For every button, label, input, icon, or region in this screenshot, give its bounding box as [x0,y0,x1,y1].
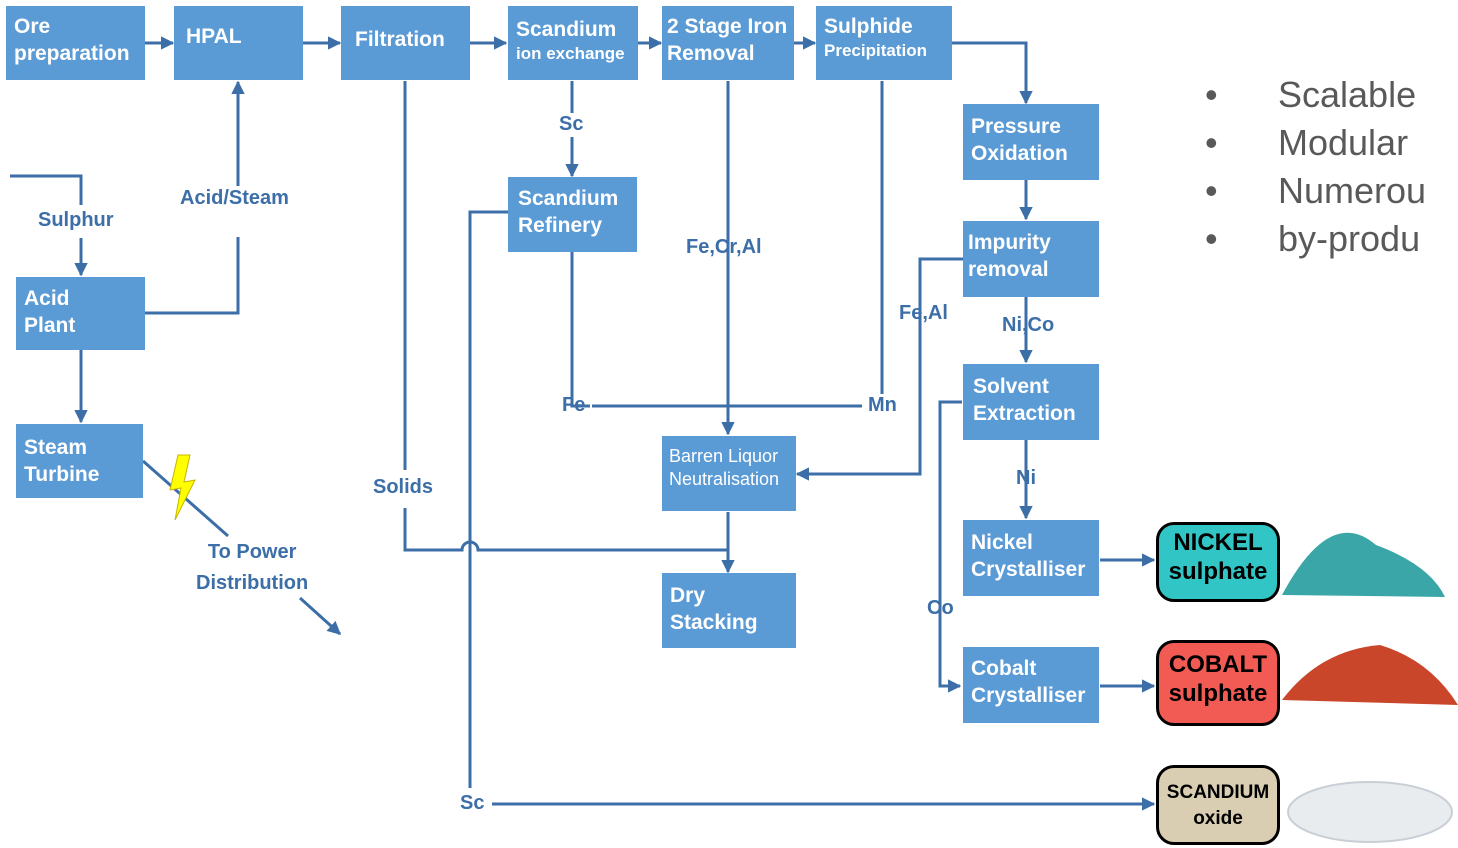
label-mn: Mn [868,394,897,416]
cobalt-pile-image [1282,645,1458,705]
label-sulphur: Sulphur [38,209,114,231]
box-line: Dry [670,584,706,607]
box-sulphide-precipitation: Sulphide Precipitation [816,6,952,80]
box-ore-preparation: Ore preparation [6,6,145,80]
box-line: removal [968,258,1049,282]
box-line: 2 Stage Iron [667,15,788,38]
box-line: Acid [24,287,70,310]
nickel-pile-image [1282,532,1445,597]
box-line: Crystalliser [971,684,1086,708]
box-filtration: Filtration [341,6,470,80]
box-line: Sulphide [824,15,913,38]
bullet-item: Scalable [1205,72,1426,120]
label-sc-bottom: Sc [460,792,485,814]
box-line: Oxidation [971,142,1068,166]
box-acid-plant: Acid Plant [16,277,145,350]
box-line: Barren Liquor [669,446,779,466]
product-line: sulphate [1168,557,1268,585]
product-scandium-oxide: SCANDIUM oxide [1156,765,1280,845]
arrow-acid-to-hpal [145,82,238,315]
box-scandium-refinery: Scandium Refinery [508,177,637,252]
product-line: oxide [1193,807,1243,829]
box-line: ion exchange [516,44,625,64]
bullet-item: Modular [1205,120,1426,168]
bullet-list: Scalable Modular Numerou by-produ [1205,72,1426,264]
box-line: Scandium [518,187,619,210]
label-ni: Ni [1016,467,1036,489]
product-line: NICKEL [1173,529,1263,556]
label-fe-al: Fe,Al [899,302,948,324]
label-fe-cr-al: Fe,Cr,Al [686,236,762,258]
arrow-sulphide-to-pox [952,41,1033,105]
box-line: Crystalliser [971,558,1086,582]
box-hpal: HPAL [174,6,303,80]
box-line: Removal [667,42,755,66]
label-ni-co: Ni,Co [1002,314,1055,336]
box-solvent-extraction: Solvent Extraction [963,364,1099,440]
label-line: Distribution [196,572,309,594]
box-line: Neutralisation [669,469,780,490]
line-filtration-solids [403,81,728,552]
box-line: HPAL [186,25,242,48]
scandium-dish-image [1287,781,1453,843]
box-scandium-ion-exchange: Scandium ion exchange [508,6,638,80]
box-line: Turbine [24,463,100,487]
box-line: Ore [14,15,51,38]
box-impurity-removal: Impurity removal [963,221,1099,297]
box-steam-turbine: Steam Turbine [16,424,143,498]
box-nickel-crystalliser: Nickel Crystalliser [963,520,1099,596]
bullet-item: Numerou [1205,168,1426,216]
label-sc-top: Sc [559,113,584,135]
label-solids: Solids [373,476,434,498]
arrow-sulphur-to-acid [10,174,81,275]
box-line: Solvent [973,375,1049,398]
box-line: Refinery [518,214,603,238]
box-cobalt-crystalliser: Cobalt Crystalliser [963,647,1099,723]
box-line: Precipitation [824,41,927,61]
box-line: Scandium [516,18,617,41]
bullet-item: by-produ [1205,216,1426,264]
box-line: Pressure [971,115,1061,138]
product-cobalt-sulphate: COBALT sulphate [1156,640,1280,726]
product-nickel-sulphate: NICKEL sulphate [1156,522,1280,602]
product-line: SCANDIUM [1166,782,1270,803]
box-iron-removal: 2 Stage Iron Removal [662,6,794,80]
label-line: To Power [207,541,297,563]
product-line: COBALT [1168,651,1268,678]
box-line: Filtration [355,28,445,51]
arrow-impurity-to-barren [795,257,965,481]
box-line: preparation [14,42,130,66]
label-to-power-distribution: To Power Distribution [196,537,308,599]
arrow-sx-to-cobalt [938,400,962,693]
box-line: Plant [24,314,76,338]
label-acid-steam: Acid/Steam [180,187,289,209]
box-line: Steam [24,436,88,459]
box-line: Stacking [670,611,758,635]
box-barren-liquor-neutralisation: Barren Liquor Neutralisation [662,436,796,511]
line-refinery-sc-down [468,210,508,788]
box-dry-stacking: Dry Stacking [662,573,796,648]
box-pressure-oxidation: Pressure Oxidation [963,104,1099,180]
label-fe: Fe [562,394,586,416]
box-line: Impurity [968,231,1051,254]
line-refinery-fe [570,252,590,408]
label-co: Co [927,597,954,619]
lightning-bolt-icon [169,454,196,521]
box-line: Cobalt [971,657,1037,680]
box-line: Extraction [973,402,1076,426]
box-line: Nickel [971,531,1033,554]
product-line: sulphate [1168,679,1268,707]
